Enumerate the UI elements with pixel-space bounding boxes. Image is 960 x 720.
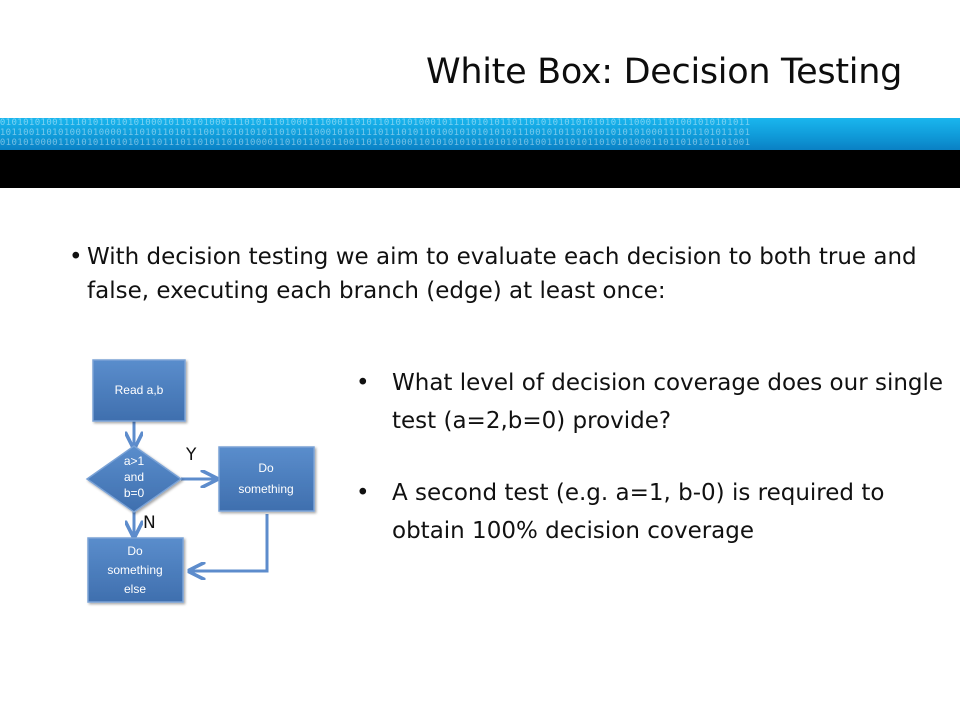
binary-banner: 1010101010011110101101010100010110101000… [0, 118, 960, 150]
edge-label-yes: Y [185, 445, 197, 465]
node-decision: a>1 and b=0 [85, 445, 183, 513]
binary-row: 1010101010011110101101010100010110101000… [0, 118, 751, 128]
intro-bullet-list: With decision testing we aim to evaluate… [69, 240, 927, 308]
edge-something-to-else [191, 514, 269, 571]
node-decision-line: b=0 [124, 486, 145, 500]
coverage-bullet-list: What level of decision coverage does our… [356, 364, 952, 550]
node-do-something-else: Do something else [87, 537, 184, 603]
node-do-something: Do something [218, 446, 315, 512]
node-do-something-else-line: Do [127, 544, 143, 558]
coverage-bullet: A second test (e.g. a=1, b-0) is require… [356, 474, 952, 550]
edge-label-no: N [143, 513, 156, 533]
intro-bullet: With decision testing we aim to evaluate… [69, 240, 927, 308]
binary-row: 1010101000011010101101010111011101101011… [0, 138, 751, 148]
node-read: Read a,b [92, 359, 186, 422]
slide-title: White Box: Decision Testing [426, 52, 902, 92]
node-read-label: Read a,b [115, 383, 164, 397]
node-do-something-line: something [238, 482, 293, 496]
node-do-something-line: Do [258, 461, 274, 475]
node-do-something-else-line: something [107, 563, 162, 577]
black-banner-bar [0, 150, 960, 188]
node-decision-line: and [124, 470, 144, 484]
coverage-bullet: What level of decision coverage does our… [356, 364, 952, 440]
binary-row: 0101100110101001010000111010110101110011… [0, 128, 751, 138]
node-do-something-else-line: else [124, 582, 146, 596]
node-decision-line: a>1 [124, 454, 145, 468]
